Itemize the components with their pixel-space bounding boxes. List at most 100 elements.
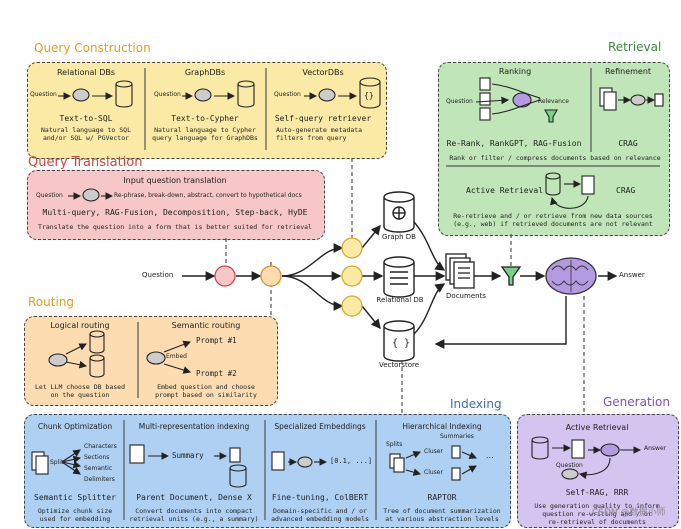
vectorstore-icon <box>383 320 415 362</box>
hier-cluster-2: Cluser <box>424 469 443 476</box>
generation-desc-line3: re-retrieval of documents <box>548 518 646 526</box>
relational-desc-line2: and/or SQL w/ PGVector <box>42 134 130 142</box>
construction-node-relational <box>341 265 363 287</box>
logical-routing-header: Logical routing <box>50 321 110 330</box>
multirep-desc-line1: Convert documents into compact <box>135 507 253 515</box>
multirep-method: Parent Document, Dense X <box>136 493 252 502</box>
hier-splits-label: Splits <box>386 441 403 448</box>
retrieval-box <box>438 62 670 236</box>
ranking-methods: Re-Rank, RankGPT, RAG-Fusion <box>446 139 582 148</box>
ranking-question-label: Question <box>446 98 473 105</box>
indexing-title: Indexing <box>450 397 502 411</box>
vectordbs-header: VectorDBs <box>302 68 344 77</box>
self-rag-label: Self-RAG, RRR <box>565 488 629 497</box>
documents-icon <box>445 253 475 289</box>
hier-desc-line2: at various abstraction levels <box>385 515 499 523</box>
logical-routing-desc-line1: Let LLM choose DB based <box>34 383 126 391</box>
semantic-routing-desc-line2: prompt based on similarity <box>155 391 257 399</box>
indexing-box <box>24 414 511 528</box>
generation-desc-line2: question re-writing and / or <box>542 510 652 518</box>
generation-active-retrieval-header: Active Retrieval <box>565 423 629 432</box>
chunk-desc-line2: used for embedding <box>39 515 111 523</box>
vector-braces-icon: { } <box>392 338 410 349</box>
documents-label: Documents <box>446 292 486 300</box>
relational-db-label: Relational DB <box>376 296 424 304</box>
translation-desc: Translate the question into a form that … <box>38 223 312 231</box>
translation-flow-text: Re-phrase, break-down, abstract, convert… <box>114 192 302 199</box>
relational-db-icon <box>383 256 415 298</box>
active-retrieval-desc-line1: Re-retrieve and / or retrieve from new d… <box>453 212 653 220</box>
hierarchical-indexing-header: Hierarchical Indexing <box>402 422 482 431</box>
generation-box <box>517 414 679 528</box>
construction-node-vector <box>341 295 363 317</box>
query-translation-title: Query Translation <box>28 155 143 170</box>
refinement-header: Refinement <box>604 67 652 76</box>
query-translation-box <box>27 170 325 240</box>
hier-ellipsis: ... <box>486 451 494 460</box>
chunk-item-characters: Characters <box>84 443 117 450</box>
routing-node <box>260 265 282 287</box>
graph-question-label: Question <box>154 91 181 98</box>
vector-desc-line2: filters from query <box>276 134 347 142</box>
semantic-routing-desc-line1: Embed question and choose <box>157 383 255 391</box>
generation-question-label: Question <box>556 462 583 469</box>
embedding-vector-label: [0.1, ...] <box>330 457 373 465</box>
multirep-summary-label: Summary <box>172 451 204 460</box>
translation-node <box>214 265 236 287</box>
llm-brain-icon <box>545 257 597 295</box>
semantic-embed-label: Embed <box>166 353 187 360</box>
hier-cluster-1: Cluser <box>424 448 443 455</box>
semantic-splitter-label: Semantic Splitter <box>34 493 116 502</box>
graph-desc-line1: Natural language to Cypher <box>154 126 256 134</box>
active-retrieval-header: Active Retrieval <box>466 186 544 195</box>
translation-question-label: Question <box>36 192 63 199</box>
logical-routing-desc-line2: on the question <box>50 391 110 399</box>
watermark: CSDN @数据小师 <box>592 508 666 518</box>
active-retrieval-desc-line2: (e.g., web) if retrieved documents are n… <box>453 220 653 228</box>
relational-desc-line1: Natural language to SQL <box>40 126 132 134</box>
hier-desc-line1: Tree of document summarization <box>383 507 501 515</box>
retrieval-title: Retrieval <box>608 40 662 54</box>
embed-method: Fine-tuning, ColBERT <box>271 493 369 502</box>
chunk-optimization-header: Chunk Optimization <box>37 422 113 431</box>
specialized-embeddings-header: Specialized Embeddings <box>274 422 366 431</box>
answer-label: Answer <box>619 271 645 279</box>
refinement-crag: CRAG <box>618 139 638 148</box>
raptor-label: RAPTOR <box>427 493 457 502</box>
text-to-cypher-label: Text-to-Cypher <box>171 114 239 123</box>
graph-desc-line2: query language for GraphDBs <box>152 134 258 142</box>
active-retrieval-crag: CRAG <box>616 186 636 195</box>
embed-desc-line2: advanced embedding models <box>271 515 369 523</box>
generation-answer-label: Answer <box>644 445 667 452</box>
graph-db-icon <box>383 191 415 233</box>
chunk-item-sections: Sections <box>84 454 110 461</box>
generation-desc-line1: Use generation quality to inform <box>534 502 660 510</box>
vector-desc-line1: Auto-generate metadata <box>276 126 363 134</box>
graphdbs-header: GraphDBs <box>184 68 226 77</box>
chunk-split-label: Split <box>50 459 64 466</box>
generation-title: Generation <box>603 395 670 409</box>
relational-dbs-header: Relational DBs <box>56 68 116 77</box>
hier-summaries-label: Summaries <box>440 433 474 440</box>
semantic-prompt-2: Prompt #2 <box>196 369 237 378</box>
ranking-relevance-label: Relevance <box>538 98 569 105</box>
text-to-sql-label: Text-to-SQL <box>59 114 113 123</box>
ranking-header: Ranking <box>498 67 532 76</box>
routing-title: Routing <box>28 295 75 309</box>
self-query-retriever-label: Self-query retriever <box>274 114 372 123</box>
graph-db-label: Graph DB <box>382 233 416 241</box>
multirep-desc-line2: retrieval units (e.g., a summary) <box>129 515 259 523</box>
vector-question-label: Question <box>274 91 301 98</box>
chunk-desc-line1: Optimize chunk size <box>37 507 113 515</box>
semantic-routing-header: Semantic routing <box>171 321 241 330</box>
filter-funnel-icon <box>500 266 522 286</box>
svg-text:{}: {} <box>364 91 374 100</box>
translation-header: Input question translation <box>123 176 227 185</box>
relational-question-label: Question <box>30 91 57 98</box>
translation-methods: Multi-query, RAG-Fusion, Decomposition, … <box>42 208 308 217</box>
retrieval-desc: Rank or filter / compress documents base… <box>449 154 661 162</box>
construction-node-graph <box>341 237 363 259</box>
query-construction-title: Query Construction <box>34 41 151 55</box>
vectorstore-label: Vectorstore <box>378 361 420 369</box>
multirep-header: Multi-representation indexing <box>138 422 250 431</box>
